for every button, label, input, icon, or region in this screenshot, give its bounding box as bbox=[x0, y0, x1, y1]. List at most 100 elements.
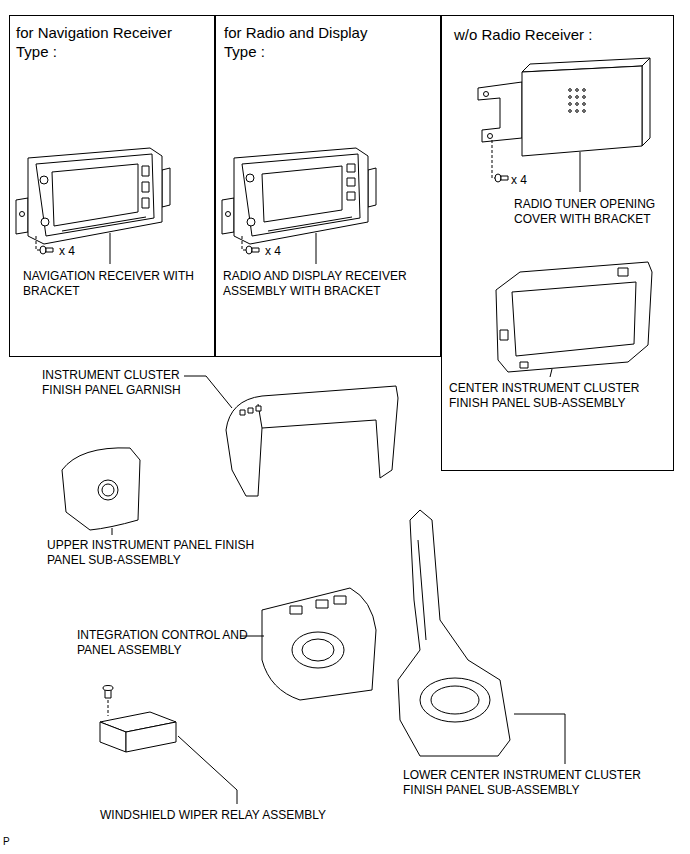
leader-line bbox=[580, 152, 581, 192]
variant-box: for Navigation Receiver Type : x 4 NAVIGAT… bbox=[9, 15, 215, 357]
radio-tuner-cover-part-part bbox=[576, 96, 579, 99]
center-finish-panel-part bbox=[618, 268, 628, 276]
upper-finish-panel-part bbox=[62, 448, 140, 530]
integration-control-panel-part bbox=[334, 596, 346, 604]
navigation-receiver-part bbox=[142, 166, 149, 176]
part-name: WINDSHIELD WIPER RELAY ASSEMBLY bbox=[100, 808, 400, 823]
radio-display-receiver-part bbox=[234, 148, 368, 244]
navigation-receiver-part bbox=[142, 182, 149, 192]
radio-display-receiver-part bbox=[368, 168, 376, 207]
center-finish-panel-part bbox=[496, 262, 652, 372]
radio-display-receiver-part bbox=[268, 217, 352, 231]
finish-panel-garnish bbox=[226, 386, 398, 496]
lower-center-finish-panel-part bbox=[418, 540, 426, 640]
radio-display-receiver-part bbox=[262, 166, 342, 222]
screw-symbol-part bbox=[246, 246, 252, 254]
integration-control-panel-part bbox=[302, 639, 334, 661]
screw-symbol-part bbox=[492, 140, 495, 178]
radio-tuner-cover-part bbox=[478, 82, 522, 142]
part-name: RADIO AND DISPLAY RECEIVER ASSEMBLY WITH… bbox=[223, 269, 435, 299]
radio-tuner-cover-part bbox=[642, 58, 650, 146]
upper-finish-panel-part bbox=[98, 480, 118, 500]
wiper-relay bbox=[100, 686, 176, 753]
wiper-relay-part bbox=[108, 700, 109, 716]
radio-tuner-cover-part-part bbox=[583, 110, 586, 113]
wiper-relay-part bbox=[100, 722, 126, 752]
screw-symbol-part bbox=[36, 236, 40, 250]
radio-tuner-cover-part bbox=[488, 134, 493, 139]
screw-symbol-part bbox=[252, 248, 259, 252]
radio-display-receiver-part bbox=[347, 178, 355, 186]
variant-heading: w/o Radio Receiver : bbox=[454, 26, 654, 45]
screw-count: x 4 bbox=[59, 244, 99, 259]
lower-center-finish-panel bbox=[398, 510, 510, 756]
variant-heading: for Navigation Receiver Type : bbox=[16, 24, 196, 62]
integration-control-panel bbox=[262, 588, 376, 700]
leader-line bbox=[316, 233, 317, 264]
navigation-receiver-part bbox=[162, 168, 170, 207]
navigation-receiver-part bbox=[52, 164, 138, 226]
radio-tuner-cover-part-part bbox=[583, 89, 586, 92]
radio-tuner-cover-part-part bbox=[569, 103, 572, 106]
center-finish-panel-part bbox=[500, 330, 508, 340]
variant-box: w/o Radio Receiver : x 4 RADIO TUNER OPENI… bbox=[441, 15, 674, 471]
navigation-receiver-part bbox=[20, 212, 25, 217]
radio-tuner-cover-part-part bbox=[569, 110, 572, 113]
leader-line bbox=[112, 528, 113, 535]
leader-line bbox=[178, 736, 237, 804]
navigation-receiver-part bbox=[36, 154, 154, 236]
center-finish-panel bbox=[496, 262, 652, 372]
leader-line bbox=[184, 376, 232, 408]
navigation-receiver-part bbox=[41, 218, 49, 226]
variant-heading: for Radio and Display Type : bbox=[224, 24, 389, 62]
radio-display-receiver bbox=[222, 148, 376, 244]
center-finish-panel-part bbox=[520, 362, 528, 368]
part-name: RADIO TUNER OPENING COVER WITH BRACKET bbox=[514, 197, 670, 227]
radio-display-receiver-part bbox=[226, 212, 231, 217]
figure-code: P bbox=[3, 836, 23, 849]
screw-symbol-part bbox=[242, 236, 246, 250]
upper-finish-panel bbox=[62, 448, 140, 530]
radio-display-receiver-part bbox=[347, 192, 355, 200]
finish-panel-garnish-part bbox=[226, 386, 398, 496]
radio-display-receiver-part bbox=[242, 154, 360, 236]
integration-control-panel-part bbox=[316, 600, 328, 608]
wiper-relay-part bbox=[103, 686, 113, 691]
radio-display-receiver-part bbox=[247, 218, 255, 226]
leader-line bbox=[110, 233, 111, 264]
radio-tuner-cover-part bbox=[569, 89, 586, 113]
navigation-receiver bbox=[16, 148, 170, 244]
navigation-receiver-part bbox=[40, 176, 48, 184]
radio-tuner-cover-part-part bbox=[576, 89, 579, 92]
radio-tuner-cover-part-part bbox=[576, 103, 579, 106]
upper-finish-panel-part bbox=[102, 484, 114, 496]
screw-symbol-part bbox=[501, 176, 508, 180]
part-name: UPPER INSTRUMENT PANEL FINISH PANEL SUB-… bbox=[47, 538, 255, 568]
screw-symbol bbox=[36, 236, 53, 254]
lower-center-finish-panel-part bbox=[420, 678, 490, 722]
navigation-receiver-part bbox=[142, 198, 149, 208]
screw-count: x 4 bbox=[511, 173, 551, 188]
integration-control-panel-part bbox=[262, 588, 376, 700]
variant-box: for Radio and Display Type : x 4 RADIO AND… bbox=[215, 15, 441, 357]
part-name: LOWER CENTER INSTRUMENT CLUSTER FINISH P… bbox=[403, 768, 661, 798]
screw-symbol-part bbox=[46, 248, 53, 252]
radio-tuner-cover-part bbox=[522, 66, 642, 156]
radio-tuner-cover bbox=[478, 58, 650, 156]
part-name: CENTER INSTRUMENT CLUSTER FINISH PANEL S… bbox=[449, 381, 663, 411]
leader-line bbox=[550, 369, 552, 377]
screw-count: x 4 bbox=[265, 244, 305, 259]
integration-control-panel-part bbox=[292, 632, 344, 668]
part-name: INSTRUMENT CLUSTER FINISH PANEL GARNISH bbox=[42, 368, 207, 398]
lower-center-finish-panel-part bbox=[431, 686, 479, 714]
radio-tuner-cover-part-part bbox=[569, 96, 572, 99]
part-name: NAVIGATION RECEIVER WITH BRACKET bbox=[23, 269, 195, 299]
radio-tuner-cover-part-part bbox=[576, 110, 579, 113]
integration-control-panel-part bbox=[290, 606, 302, 614]
leader-line bbox=[514, 714, 565, 764]
navigation-receiver-part bbox=[16, 198, 28, 234]
navigation-receiver-part bbox=[28, 148, 162, 244]
screw-symbol-part bbox=[495, 174, 501, 182]
radio-tuner-cover-part-part bbox=[583, 103, 586, 106]
